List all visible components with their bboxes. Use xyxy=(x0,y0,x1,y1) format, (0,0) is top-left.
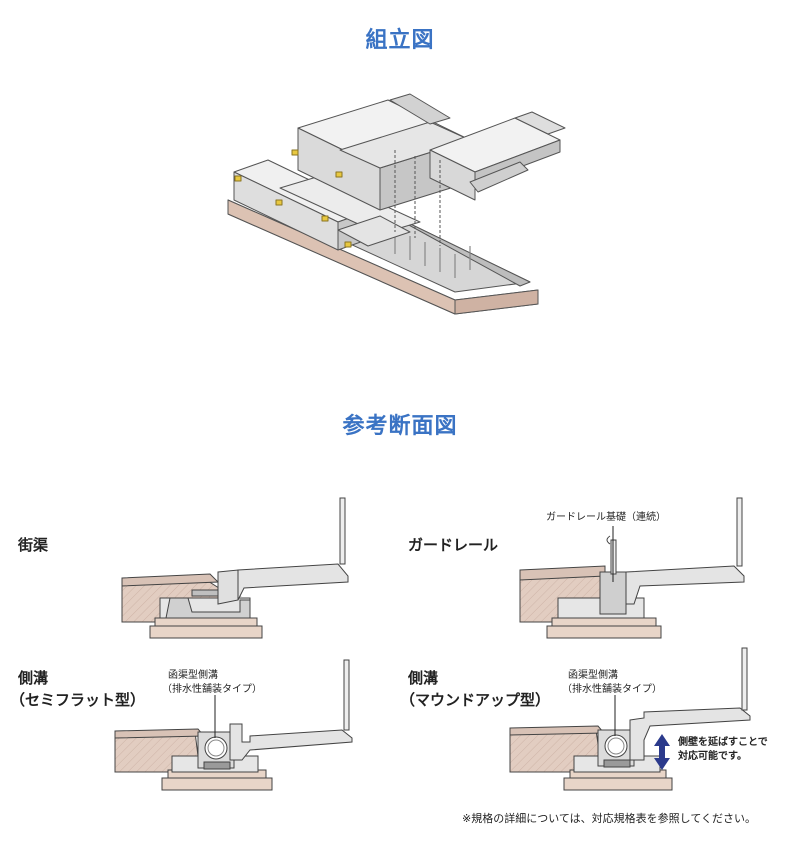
label-mound-up-2: （マウンドアップ型） xyxy=(400,691,551,709)
gutter-blocks xyxy=(233,159,421,251)
label-semi-flat-1: 側溝 xyxy=(18,669,49,687)
callout-mound-up-1: 函渠型側溝 xyxy=(568,670,618,681)
label-mound-up-1: 側溝 xyxy=(408,669,439,687)
side-note-1: 側壁を延ばすことで xyxy=(678,737,768,748)
callout-guardrail: ガードレール基礎（連続） xyxy=(546,512,666,523)
callout-mound-up-2: （排水性舗装タイプ） xyxy=(562,684,662,695)
extend-arrow-icon xyxy=(654,734,670,770)
yellow-markers xyxy=(234,149,352,248)
assembly-title: 組立図 xyxy=(365,28,435,53)
label-guardrail: ガードレール xyxy=(408,536,499,554)
label-gaikyo: 街渠 xyxy=(18,536,49,554)
section-mound-up-drawing xyxy=(509,647,751,791)
side-note-2: 対応可能です。 xyxy=(678,751,747,762)
callout-semi-flat-1: 函渠型側溝 xyxy=(168,670,218,681)
section-guardrail-drawing xyxy=(519,497,745,639)
assembly-drawing xyxy=(227,93,566,315)
callout-semi-flat-2: （排水性舗装タイプ） xyxy=(162,684,262,695)
section-semi-flat-drawing xyxy=(114,659,353,791)
section-gaikyo-drawing xyxy=(121,497,349,639)
section-title: 参考断面図 xyxy=(342,414,458,439)
box-culvert xyxy=(297,93,471,211)
curb-block xyxy=(429,111,566,201)
label-semi-flat-2: （セミフラット型） xyxy=(10,691,146,709)
footnote: ※規格の詳細については、対応規格表を参照してください。 xyxy=(462,812,757,825)
